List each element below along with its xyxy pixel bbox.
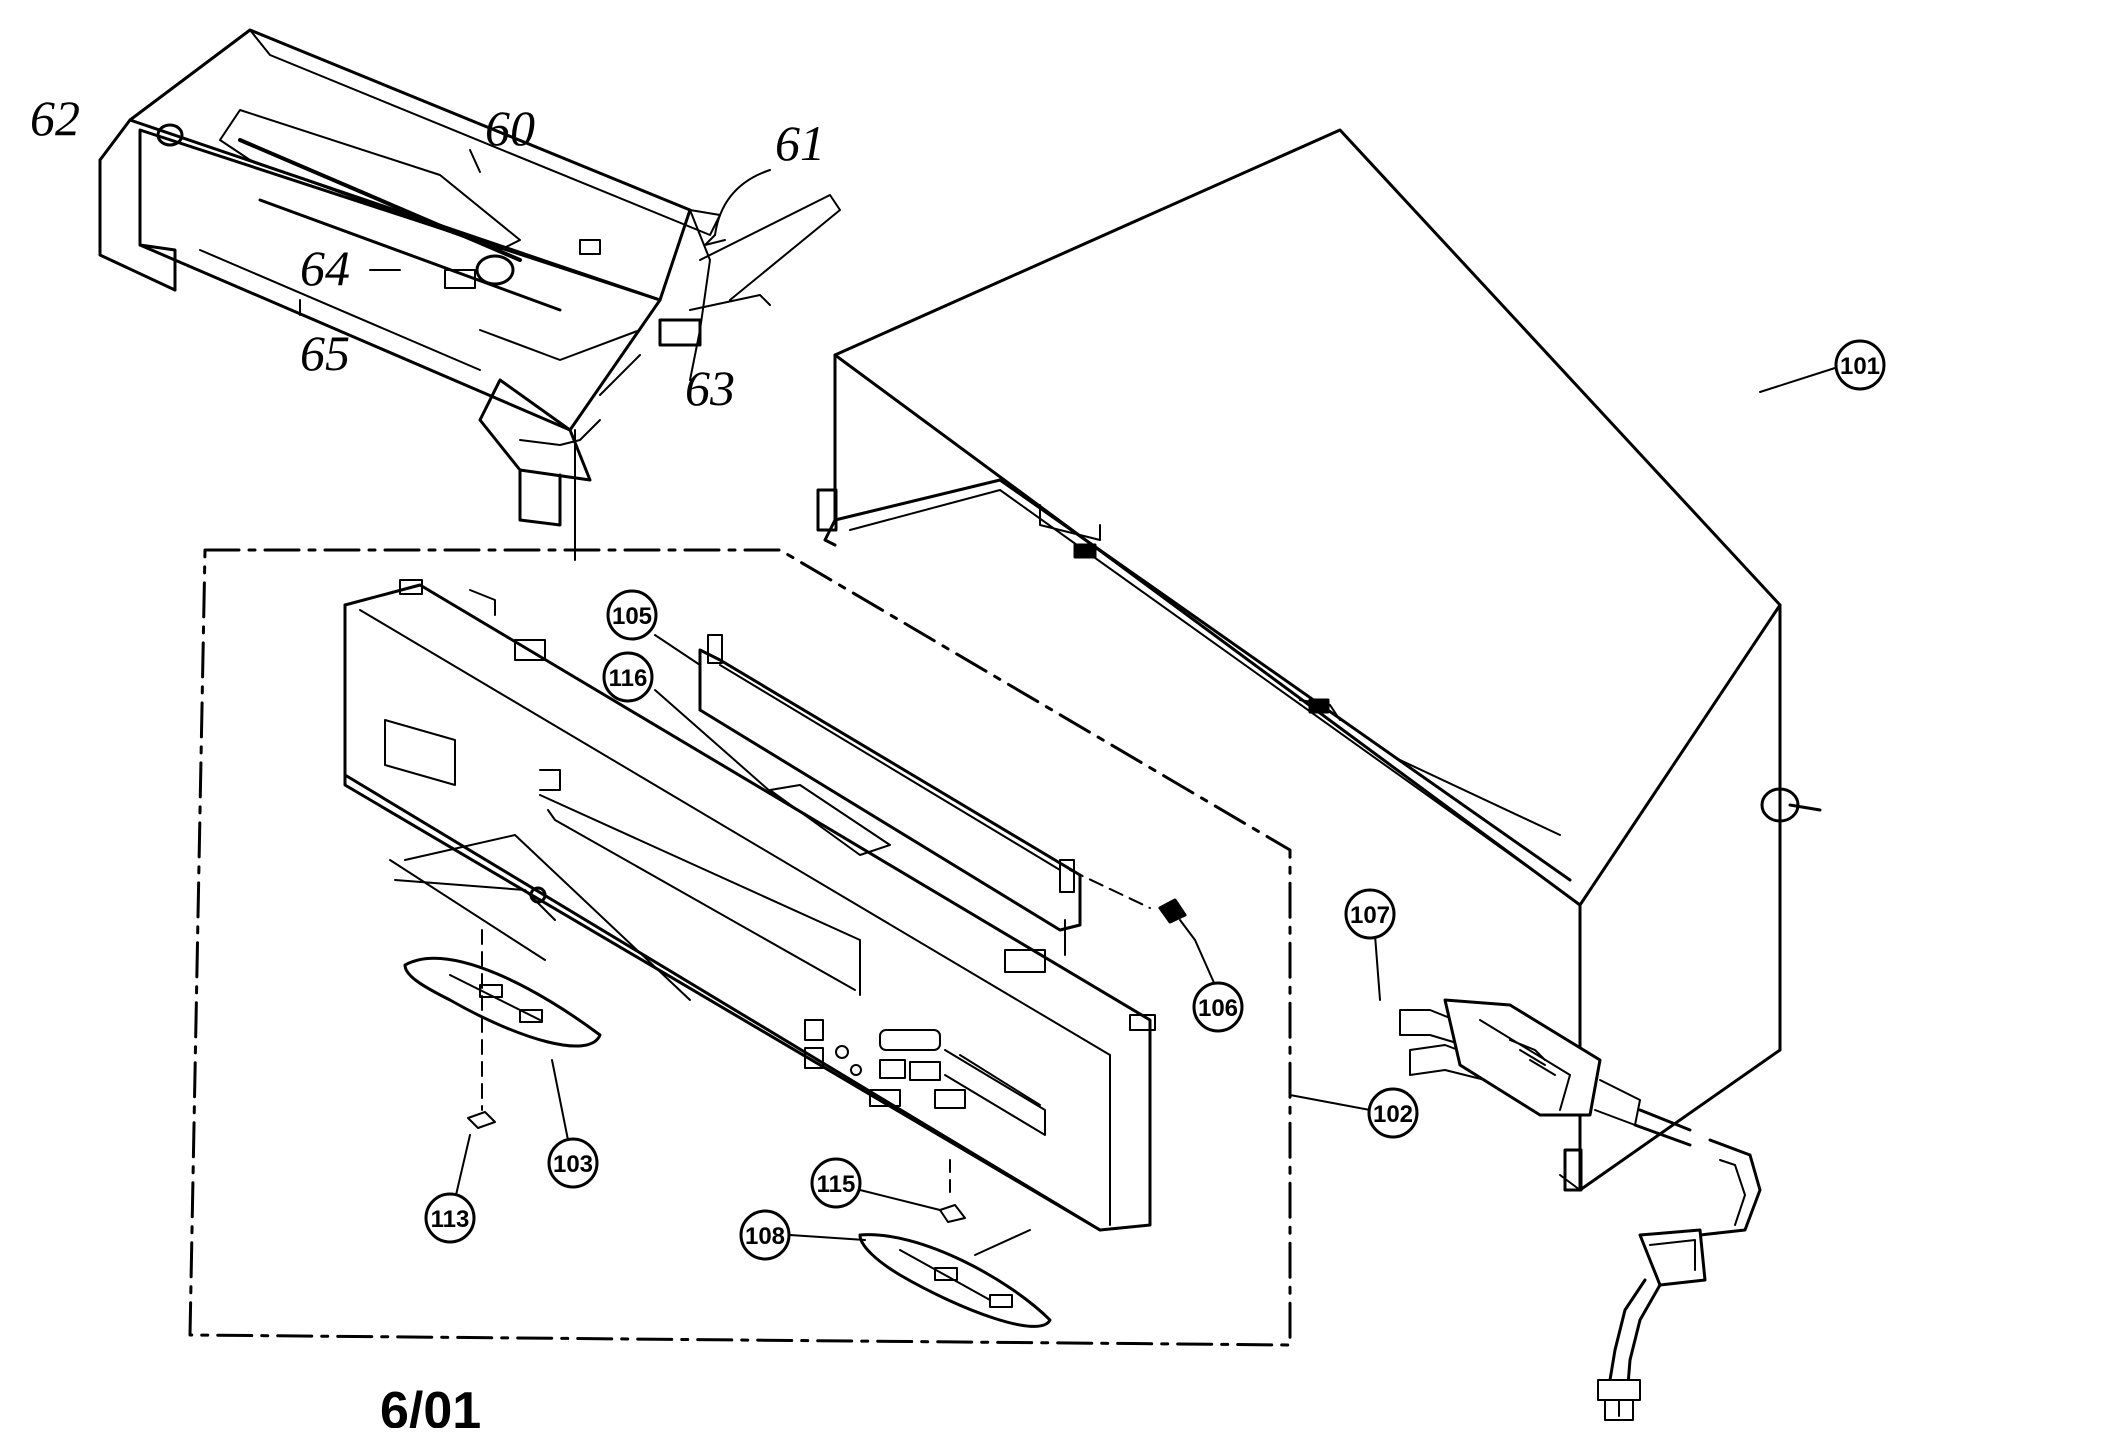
leader-101	[1759, 367, 1836, 393]
label-62: 62	[30, 90, 80, 146]
front-panel-part	[343, 579, 1156, 1232]
svg-text:115: 115	[817, 1171, 856, 1198]
button-piece-108	[858, 1233, 1052, 1328]
callout-103: 103	[547, 1137, 599, 1189]
leader-116	[654, 689, 781, 801]
leader-63	[599, 354, 641, 396]
label-64: 64	[300, 240, 350, 296]
top-cover-part	[816, 128, 1822, 1192]
leader-108	[789, 1234, 866, 1241]
label-60: 60	[485, 100, 535, 156]
leader-105	[654, 634, 701, 666]
leader-61-arrow	[704, 234, 726, 246]
callout-105: 105	[606, 589, 658, 641]
callout-numbers: 101 105 116 107 106 102 103 113	[424, 339, 1886, 1261]
leader-115	[859, 1189, 941, 1211]
small-spring-113	[467, 1111, 496, 1129]
callout-115: 115	[810, 1157, 862, 1209]
front-panel-assembly-boundary	[188, 548, 1292, 1347]
callout-113: 113	[424, 1192, 476, 1244]
svg-text:107: 107	[1350, 902, 1390, 929]
label-61: 61	[775, 115, 825, 171]
leader-103	[551, 1059, 569, 1141]
label-63: 63	[685, 360, 735, 416]
svg-text:103: 103	[553, 1151, 593, 1178]
svg-text:108: 108	[745, 1223, 785, 1250]
callout-107: 107	[1344, 888, 1396, 940]
svg-text:106: 106	[1198, 995, 1238, 1022]
svg-text:101: 101	[1840, 353, 1880, 380]
callout-102: 102	[1367, 1087, 1419, 1139]
label-65: 65	[300, 325, 350, 381]
svg-text:116: 116	[609, 665, 648, 692]
date-caption: 6/01	[380, 1382, 481, 1428]
leader-102	[1289, 1094, 1371, 1111]
leader-113	[455, 1134, 471, 1196]
svg-text:113: 113	[431, 1206, 470, 1233]
cassette-door-part	[698, 634, 1082, 956]
handwritten-labels: 62 60 61 64 65 63	[30, 90, 825, 416]
clip-106	[1069, 869, 1187, 924]
callout-106: 106	[1192, 981, 1244, 1033]
callout-108: 108	[739, 1209, 791, 1261]
deck-mechanism-part	[98, 28, 841, 561]
leader-106	[1179, 919, 1216, 986]
svg-text:105: 105	[612, 603, 652, 630]
leader-60	[469, 149, 481, 173]
power-cord-part	[1399, 998, 1762, 1421]
leader-108-panel	[974, 1229, 1031, 1256]
small-spring-115	[939, 1204, 966, 1223]
callout-116: 116	[602, 651, 654, 703]
leader-61	[714, 169, 771, 236]
button-piece-103	[403, 956, 602, 1048]
leader-107	[1374, 934, 1381, 1001]
svg-text:102: 102	[1373, 1101, 1413, 1128]
callout-101: 101	[1834, 339, 1886, 391]
guide-plate	[394, 879, 556, 921]
